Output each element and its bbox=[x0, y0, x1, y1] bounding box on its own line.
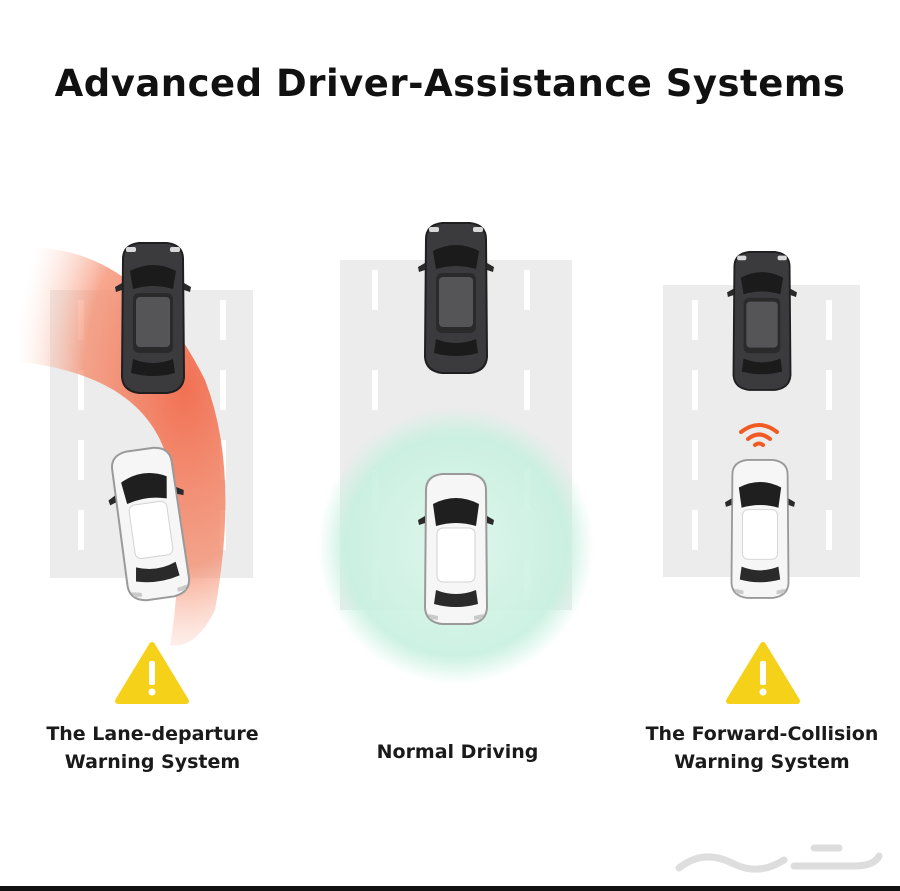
caption-line: Normal Driving bbox=[376, 741, 539, 763]
caption-lane-departure: The Lane-departure Warning System bbox=[20, 720, 285, 776]
signal-waves-icon bbox=[739, 423, 779, 447]
dark-car-ahead bbox=[417, 222, 495, 374]
warning-triangle-icon bbox=[729, 645, 797, 701]
caption-line: Warning System bbox=[674, 751, 850, 773]
bottom-bar bbox=[0, 886, 900, 891]
caption-line: Warning System bbox=[64, 751, 241, 773]
panel-lane-departure bbox=[0, 242, 253, 701]
warning-triangle-icon bbox=[118, 645, 186, 701]
dark-car-close bbox=[726, 250, 798, 391]
caption-forward-collision: The Forward-Collision Warning System bbox=[628, 720, 896, 776]
white-car-normal bbox=[417, 473, 495, 625]
lane-markings-3 bbox=[692, 300, 832, 550]
caption-line: The Forward-Collision bbox=[645, 723, 879, 745]
caption-normal-driving: Normal Driving bbox=[325, 738, 590, 766]
panel-normal-driving bbox=[318, 222, 594, 684]
dark-car-front bbox=[114, 242, 192, 394]
haraj-watermark-logo bbox=[675, 844, 883, 873]
panel-forward-collision bbox=[663, 250, 860, 701]
white-car-following bbox=[724, 459, 796, 599]
page-title: Advanced Driver-Assistance Systems bbox=[54, 62, 846, 105]
caption-line: The Lane-departure bbox=[46, 723, 259, 745]
